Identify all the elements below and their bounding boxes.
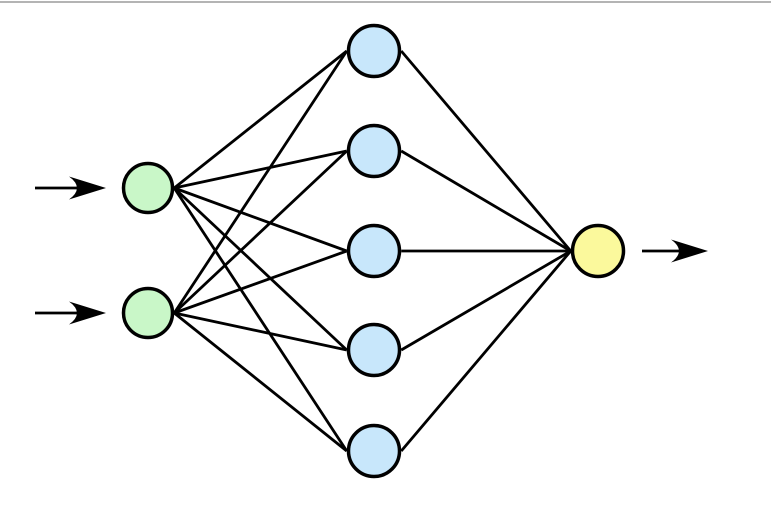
edge-i2-h4: [173, 311, 348, 352]
edges-layer: [173, 49, 572, 453]
edge-i2-h3: [173, 249, 348, 315]
arrows-layer: [35, 176, 708, 325]
output-arrow-head: [671, 239, 708, 263]
input-node-1: [121, 161, 175, 215]
hidden-node-3: [346, 223, 402, 279]
edge-h1-o1: [400, 50, 572, 252]
edge-i2-h5: [173, 311, 348, 453]
edge-i1-h5: [173, 187, 348, 452]
output-arrow: [642, 239, 708, 263]
edge-i2-h1: [173, 50, 348, 314]
edge-h4-o1: [400, 249, 572, 352]
input-node-2: [121, 286, 175, 340]
edge-i2-h2: [173, 149, 348, 315]
hidden-node-1: [346, 23, 402, 79]
edge-h5-o1: [400, 250, 572, 452]
edge-i1-h1: [173, 49, 348, 190]
edge-i1-h2: [173, 149, 348, 190]
hidden-node-2: [346, 123, 402, 179]
input-arrow-2: [35, 301, 106, 325]
input-arrow-2-head: [69, 301, 106, 325]
hidden-node-5: [346, 423, 402, 479]
nodes-layer: [121, 23, 626, 479]
edge-h2-o1: [400, 149, 572, 253]
window-top-border: [0, 1, 771, 3]
output-node-1: [570, 223, 626, 279]
input-arrow-1-head: [69, 176, 106, 200]
edge-i1-h4: [173, 186, 348, 352]
edge-i1-h3: [173, 186, 348, 253]
hidden-node-4: [346, 322, 402, 378]
input-arrow-1: [35, 176, 106, 200]
